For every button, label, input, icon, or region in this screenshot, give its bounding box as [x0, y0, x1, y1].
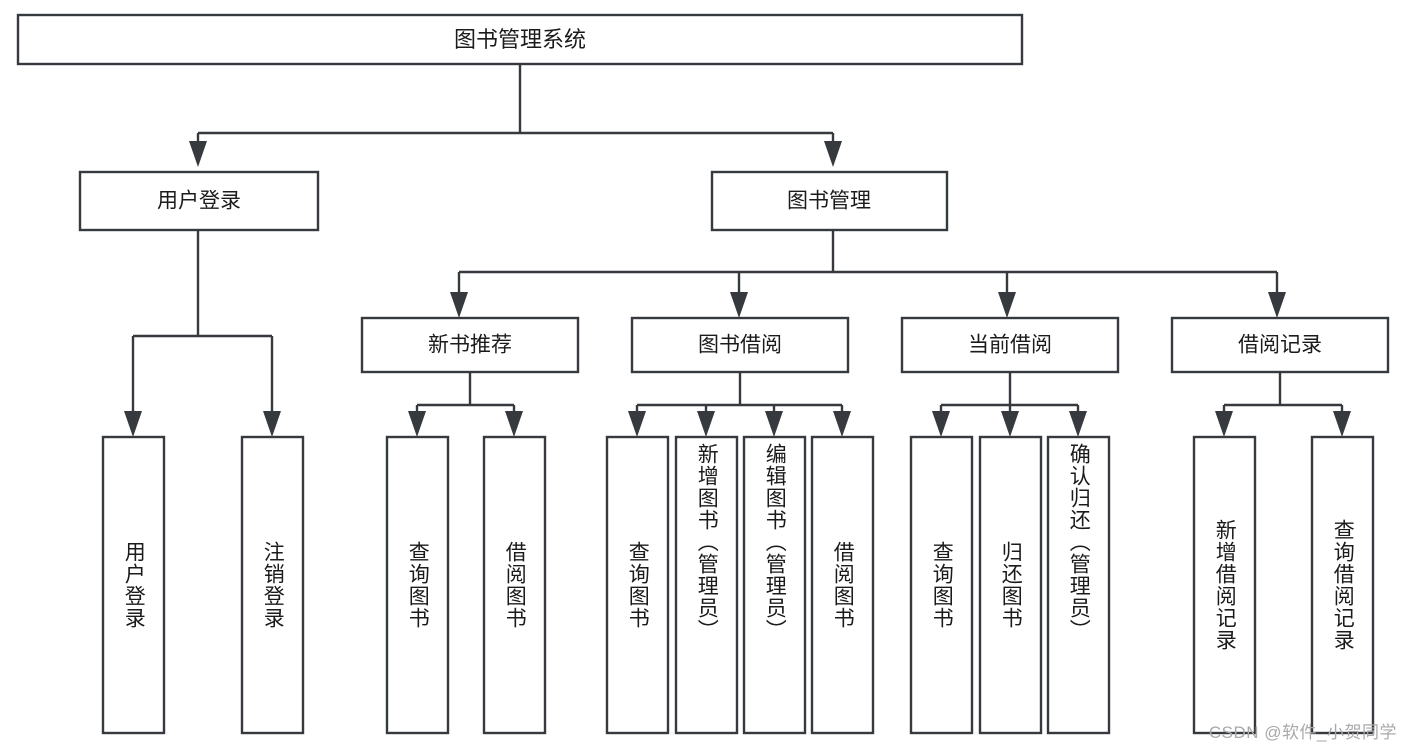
node-book-management-label: 图书管理 — [787, 190, 871, 213]
arrow-to-leaf-query-borrow-record — [1333, 411, 1351, 437]
node-user-login-box[interactable] — [78, 170, 320, 232]
node-user-login-label: 用户登录 — [157, 190, 241, 213]
arrow-to-leaf-borrow-book-1 — [505, 411, 523, 437]
arrow-to-leaf-query-book-3 — [932, 411, 950, 437]
arrow-to-leaf-query-book-1 — [408, 411, 426, 437]
connector-group-book-borrow — [628, 372, 851, 437]
node-current-borrow-box[interactable] — [900, 316, 1120, 374]
node-book-borrow-label: 图书借阅 — [698, 334, 782, 357]
leaf-return-book-box[interactable] — [978, 435, 1043, 735]
arrow-to-leaf-query-book-2 — [628, 411, 646, 437]
arrow-to-user-login — [189, 141, 207, 167]
arrow-to-current-borrow — [998, 292, 1016, 318]
node-borrow-record-box[interactable] — [1170, 316, 1390, 374]
leaf-add-book-admin-box[interactable] — [674, 435, 739, 735]
arrow-to-leaf-edit-book-admin — [765, 411, 783, 437]
arrow-to-new-book-recommend — [450, 292, 468, 318]
leaf-query-book-1-box[interactable] — [385, 435, 450, 735]
node-borrow-record-label: 借阅记录 — [1238, 334, 1322, 357]
node-new-book-recommend-box[interactable] — [360, 316, 580, 374]
node-book-borrow-box[interactable] — [630, 316, 850, 374]
leaf-query-borrow-record-box[interactable] — [1310, 435, 1375, 735]
watermark-text: CSDN @软件_小贺同学 — [1208, 723, 1397, 742]
arrow-to-book-borrow — [730, 292, 748, 318]
node-new-book-recommend-label: 新书推荐 — [428, 334, 512, 357]
node-current-borrow-label: 当前借阅 — [968, 334, 1052, 357]
arrow-to-leaf-return-book — [1001, 411, 1019, 437]
root-node-label: 图书管理系统 — [454, 27, 586, 52]
connector-group-new-book-recommend — [408, 372, 523, 437]
arrow-to-leaf-confirm-return-admin — [1069, 411, 1087, 437]
leaf-borrow-book-1-box[interactable] — [482, 435, 547, 735]
arrow-to-leaf-add-book-admin — [697, 411, 715, 437]
connector-group-current-borrow — [932, 372, 1087, 437]
root-node-box[interactable] — [16, 13, 1024, 66]
arrow-to-borrow-record — [1268, 292, 1286, 318]
arrow-to-book-management — [824, 141, 842, 167]
leaf-confirm-return-admin-box[interactable] — [1046, 435, 1111, 735]
leaf-user-login-box[interactable] — [101, 435, 166, 735]
connector-group-root — [189, 64, 842, 167]
leaf-add-borrow-record-box[interactable] — [1192, 435, 1257, 735]
leaf-edit-book-admin-box[interactable] — [742, 435, 807, 735]
leaf-query-book-2-box[interactable] — [605, 435, 670, 735]
connector-group-book-management — [450, 230, 1286, 318]
leaf-borrow-book-2-box[interactable] — [810, 435, 875, 735]
leaf-query-book-3-box[interactable] — [909, 435, 974, 735]
connector-group-borrow-record — [1215, 372, 1351, 437]
leaf-logout-box[interactable] — [240, 435, 305, 735]
arrow-to-leaf-user-login — [124, 411, 142, 437]
node-book-management-box[interactable] — [710, 170, 949, 232]
arrow-to-leaf-borrow-book-2 — [833, 411, 851, 437]
connector-group-user-login — [124, 230, 281, 437]
arrow-to-leaf-logout — [263, 411, 281, 437]
arrow-to-leaf-add-borrow-record — [1215, 411, 1233, 437]
